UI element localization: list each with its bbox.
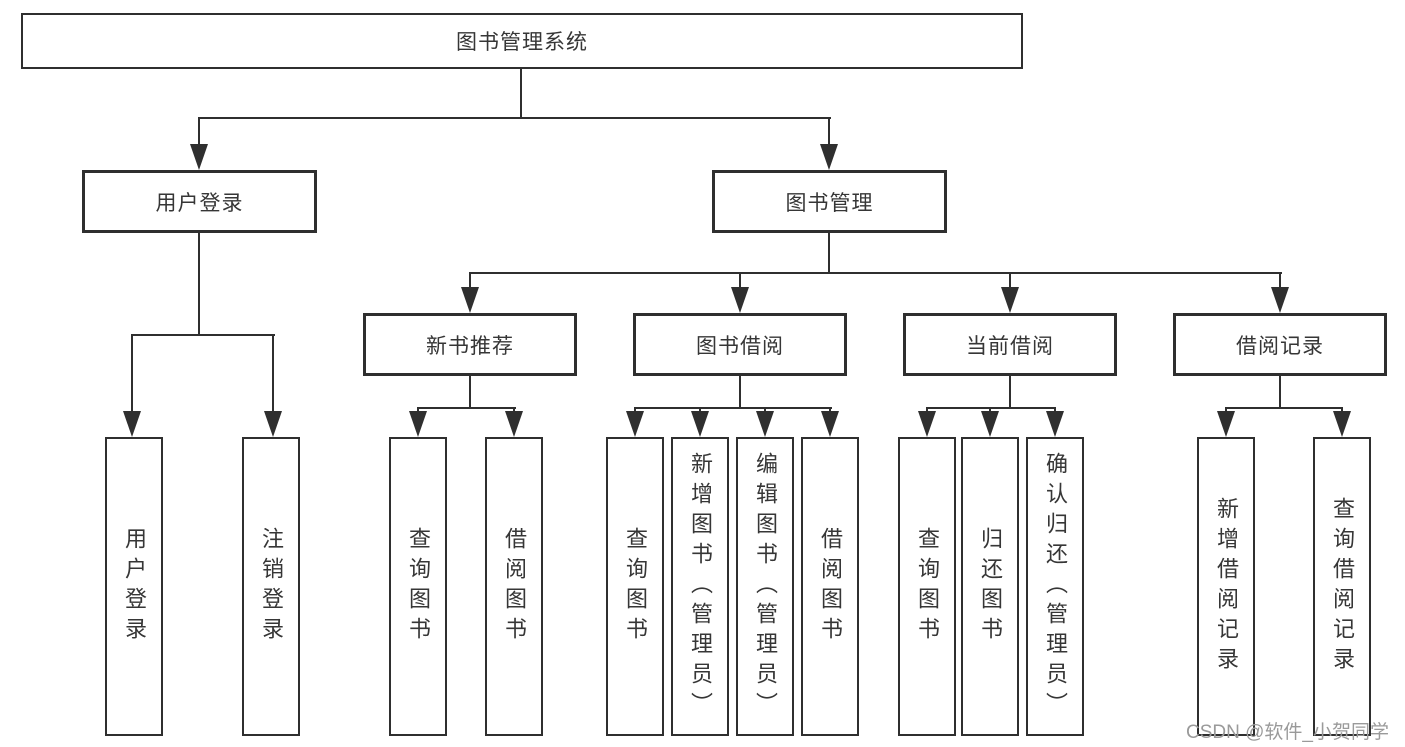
node-label: 图书管理系统 (456, 31, 588, 54)
connector-current-drop (1054, 407, 1056, 414)
node-label: 查询图书 (915, 526, 940, 647)
connector-borrowing-drop (634, 407, 636, 414)
connector-root-right-drop (828, 117, 830, 147)
node-label: 借阅记录 (1236, 334, 1324, 358)
connector-recommend-stem (469, 376, 471, 409)
connector-borrowing-bar (634, 407, 832, 409)
node-user-login: 用户登录 (82, 170, 317, 233)
arrow-down-icon (731, 287, 749, 313)
connector-root-bar (198, 117, 831, 119)
connector-borrowing-drop (699, 407, 701, 414)
arrow-down-icon (264, 411, 282, 437)
node-leaf-borrow-books: 借阅图书 (801, 437, 859, 736)
node-label: 注销登录 (259, 526, 284, 647)
node-label: 借阅图书 (818, 526, 843, 647)
connector-current-drop (926, 407, 928, 414)
node-leaf-query-books-current: 查询图书 (898, 437, 956, 736)
csdn-watermark: CSDN @软件_小贺同学 (1186, 722, 1389, 743)
node-label: 查询借阅记录 (1330, 496, 1355, 677)
node-label: 编辑图书（管理员） (753, 451, 778, 722)
arrow-down-icon (123, 411, 141, 437)
node-leaf-return-books: 归还图书 (961, 437, 1019, 736)
arrow-down-icon (1046, 411, 1064, 437)
node-leaf-query-borrow-record: 查询借阅记录 (1313, 437, 1371, 736)
node-label: 查询图书 (623, 526, 648, 647)
arrow-down-icon (461, 287, 479, 313)
connector-current-stem (1009, 376, 1011, 409)
node-leaf-confirm-return-admin: 确认归还（管理员） (1026, 437, 1084, 736)
node-label: 当前借阅 (966, 334, 1054, 358)
node-label: 借阅图书 (502, 526, 527, 647)
arrow-down-icon (505, 411, 523, 437)
arrow-down-icon (691, 411, 709, 437)
connector-bookmgmt-drop (739, 272, 741, 290)
node-label: 图书借阅 (696, 334, 784, 358)
node-label: 用户登录 (155, 191, 244, 215)
connector-userlogin-stem (198, 233, 200, 336)
node-label: 新增图书（管理员） (688, 451, 713, 722)
connector-current-drop (989, 407, 991, 414)
connector-borrowing-stem (739, 376, 741, 409)
connector-userlogin-bar (131, 334, 275, 336)
node-label: 图书管理 (785, 191, 874, 215)
arrow-down-icon (1333, 411, 1351, 437)
node-label: 新书推荐 (426, 334, 514, 358)
arrow-down-icon (1271, 287, 1289, 313)
arrow-down-icon (409, 411, 427, 437)
node-leaf-add-borrow-record: 新增借阅记录 (1197, 437, 1255, 736)
node-new-book-recommend: 新书推荐 (363, 313, 577, 376)
node-current-borrowing: 当前借阅 (903, 313, 1117, 376)
connector-recommend-drop (417, 407, 419, 414)
connector-bookmgmt-drop (1009, 272, 1011, 290)
node-leaf-borrow-books-recommend: 借阅图书 (485, 437, 543, 736)
connector-recommend-bar (417, 407, 516, 409)
connector-records-drop (1341, 407, 1343, 414)
node-label: 归还图书 (978, 526, 1003, 647)
connector-records-drop (1225, 407, 1227, 414)
connector-userlogin-drop (131, 334, 133, 414)
node-book-management: 图书管理 (712, 170, 947, 233)
node-book-borrowing: 图书借阅 (633, 313, 847, 376)
node-leaf-query-books-borrowing: 查询图书 (606, 437, 664, 736)
connector-borrowing-drop (764, 407, 766, 414)
node-label: 查询图书 (406, 526, 431, 647)
node-leaf-logout: 注销登录 (242, 437, 300, 736)
arrow-down-icon (918, 411, 936, 437)
connector-bookmgmt-bar (469, 272, 1282, 274)
connector-userlogin-drop (272, 334, 274, 414)
connector-root-stem (520, 69, 522, 119)
arrow-down-icon (820, 144, 838, 170)
node-leaf-user-login: 用户登录 (105, 437, 163, 736)
node-leaf-edit-books-admin: 编辑图书（管理员） (736, 437, 794, 736)
connector-current-bar (926, 407, 1056, 409)
node-label: 确认归还（管理员） (1043, 451, 1068, 722)
arrow-down-icon (756, 411, 774, 437)
arrow-down-icon (190, 144, 208, 170)
arrow-down-icon (821, 411, 839, 437)
node-library-system: 图书管理系统 (21, 13, 1023, 69)
arrow-down-icon (981, 411, 999, 437)
node-leaf-query-books-recommend: 查询图书 (389, 437, 447, 736)
connector-records-bar (1225, 407, 1343, 409)
node-label: 用户登录 (122, 526, 147, 647)
connector-bookmgmt-drop (469, 272, 471, 290)
arrow-down-icon (1217, 411, 1235, 437)
arrow-down-icon (1001, 287, 1019, 313)
arrow-down-icon (626, 411, 644, 437)
connector-bookmgmt-drop (1279, 272, 1281, 290)
connector-borrowing-drop (829, 407, 831, 414)
connector-root-left-drop (198, 117, 200, 147)
node-leaf-add-books-admin: 新增图书（管理员） (671, 437, 729, 736)
connector-recommend-drop (513, 407, 515, 414)
node-borrowing-records: 借阅记录 (1173, 313, 1387, 376)
connector-bookmgmt-stem (828, 233, 830, 274)
connector-records-stem (1279, 376, 1281, 409)
node-label: 新增借阅记录 (1214, 496, 1239, 677)
